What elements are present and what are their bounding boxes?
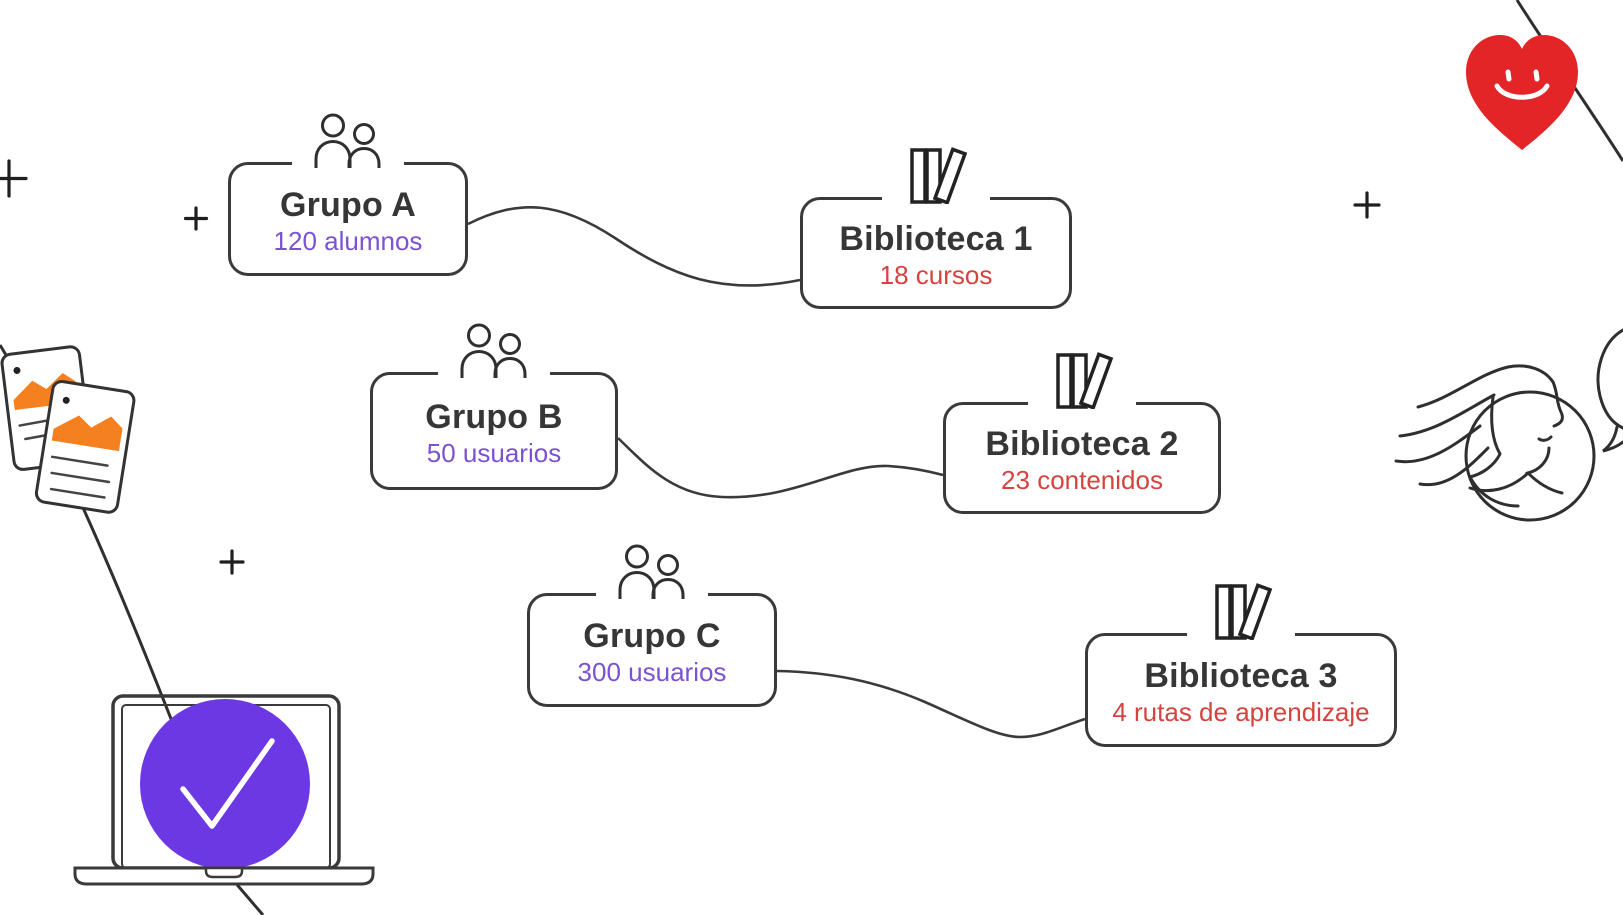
plus-icon bbox=[0, 159, 28, 198]
library-subtitle: 18 cursos bbox=[879, 260, 993, 291]
woman-portrait-icon bbox=[1394, 364, 1596, 522]
group-subtitle: 300 usuarios bbox=[577, 657, 727, 688]
node-grupo-c: Grupo C 300 usuarios bbox=[527, 543, 777, 707]
group-title: Grupo B bbox=[425, 397, 563, 436]
library-subtitle: 4 rutas de aprendizaje bbox=[1112, 697, 1370, 728]
library-title: Biblioteca 3 bbox=[1144, 656, 1338, 695]
node-biblioteca-3: Biblioteca 3 4 rutas de aprendizaje bbox=[1085, 580, 1397, 747]
books-icon bbox=[1028, 349, 1136, 410]
connectors bbox=[467, 206, 1086, 739]
plus-icon bbox=[183, 206, 209, 231]
group-title: Grupo C bbox=[583, 616, 721, 655]
people-icon bbox=[292, 112, 404, 170]
connector-grupo-c-biblioteca-3 bbox=[776, 669, 1086, 739]
node-biblioteca-2: Biblioteca 2 23 contenidos bbox=[943, 349, 1221, 514]
plus-icon bbox=[1353, 191, 1381, 219]
books-icon bbox=[882, 144, 990, 205]
group-title: Grupo A bbox=[279, 185, 417, 224]
speech-bubble-icon bbox=[1596, 328, 1623, 453]
people-icon bbox=[596, 543, 708, 601]
library-subtitle: 23 contenidos bbox=[1001, 465, 1163, 496]
node-grupo-b: Grupo B 50 usuarios bbox=[370, 322, 618, 490]
group-subtitle: 120 alumnos bbox=[273, 226, 423, 257]
library-title: Biblioteca 1 bbox=[839, 219, 1033, 258]
connector-grupo-a-biblioteca-1 bbox=[467, 206, 801, 287]
photo-cards-icon bbox=[0, 345, 136, 514]
checkmark-icon bbox=[180, 738, 275, 829]
group-subtitle: 50 usuarios bbox=[426, 438, 562, 469]
check-circle bbox=[140, 699, 310, 869]
plus-icons bbox=[0, 159, 1381, 575]
laptop-check-icon bbox=[73, 694, 375, 886]
library-title: Biblioteca 2 bbox=[985, 424, 1179, 463]
connector-grupo-b-biblioteca-2 bbox=[617, 437, 944, 499]
node-biblioteca-1: Biblioteca 1 18 cursos bbox=[800, 144, 1072, 309]
people-icon bbox=[438, 322, 550, 380]
plus-icon bbox=[219, 549, 245, 575]
books-icon bbox=[1187, 580, 1295, 641]
node-grupo-a: Grupo A 120 alumnos bbox=[228, 112, 468, 276]
smiling-heart-icon bbox=[1466, 35, 1578, 150]
